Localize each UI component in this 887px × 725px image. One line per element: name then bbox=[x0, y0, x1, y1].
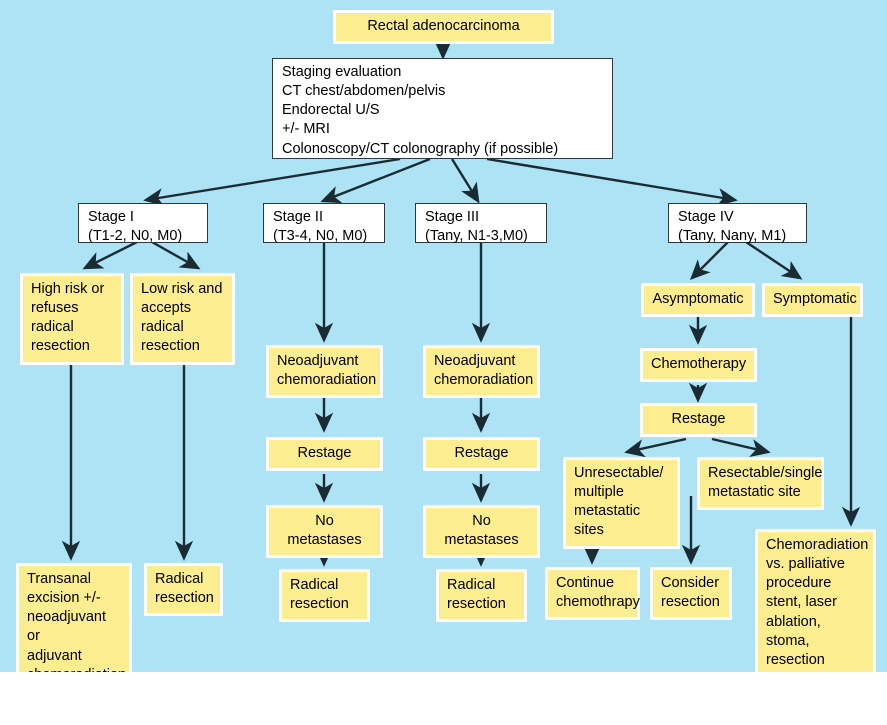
node-radical-resection-left[interactable]: Radical resection bbox=[144, 563, 223, 617]
node-low-risk[interactable]: Low risk and accepts radical resection bbox=[130, 273, 235, 365]
footer-area: Source: Brunicardi FC, Andersen DK, Bill… bbox=[0, 672, 887, 725]
node-restage-stage4[interactable]: Restage bbox=[640, 403, 757, 438]
diagram-canvas: Rectal adenocarcinoma Staging evaluation… bbox=[0, 0, 887, 693]
node-restage-stage2[interactable]: Restage bbox=[266, 437, 383, 472]
node-asymptomatic[interactable]: Asymptomatic bbox=[641, 283, 755, 318]
node-radical-resection-stage3[interactable]: Radical resection bbox=[436, 569, 527, 623]
node-chemoradiation-palliative[interactable]: Chemoradiation vs. palliative procedure … bbox=[755, 529, 876, 678]
node-stage-3[interactable]: Stage III (Tany, N1-3,M0) bbox=[415, 203, 547, 244]
node-radical-resection-stage2[interactable]: Radical resection bbox=[279, 569, 370, 623]
node-stage-4[interactable]: Stage IV (Tany, Nany, M1) bbox=[668, 203, 807, 244]
node-chemotherapy[interactable]: Chemotherapy bbox=[640, 348, 757, 383]
node-continue-chemotherapy[interactable]: Continue chemothrapy bbox=[545, 567, 640, 621]
node-symptomatic[interactable]: Symptomatic bbox=[762, 283, 863, 318]
node-neoadjuvant-chemoradiation-stage3[interactable]: Neoadjuvant chemoradiation bbox=[423, 345, 540, 399]
node-resectable-single-metastatic-site[interactable]: Resectable/single metastatic site bbox=[697, 457, 824, 511]
node-restage-stage3[interactable]: Restage bbox=[423, 437, 540, 472]
node-consider-resection[interactable]: Consider resection bbox=[650, 567, 732, 621]
node-transanal-excision[interactable]: Transanal excision +/- neoadjuvant or ad… bbox=[16, 563, 132, 693]
node-staging-evaluation[interactable]: Staging evaluation CT chest/abdomen/pelv… bbox=[272, 58, 613, 159]
node-stage-1[interactable]: Stage I (T1-2, N0, M0) bbox=[78, 203, 208, 244]
node-unresectable-multiple-metastatic-sites[interactable]: Unresectable/ multiple metastatic sites bbox=[563, 457, 680, 549]
node-no-metastases-stage3[interactable]: No metastases bbox=[423, 505, 540, 559]
node-neoadjuvant-chemoradiation-stage2[interactable]: Neoadjuvant chemoradiation bbox=[266, 345, 383, 399]
node-no-metastases-stage2[interactable]: No metastases bbox=[266, 505, 383, 559]
node-high-risk[interactable]: High risk or refuses radical resection bbox=[20, 273, 124, 365]
node-stage-2[interactable]: Stage II (T3-4, N0, M0) bbox=[263, 203, 385, 244]
node-rectal-adenocarcinoma[interactable]: Rectal adenocarcinoma bbox=[333, 10, 554, 45]
